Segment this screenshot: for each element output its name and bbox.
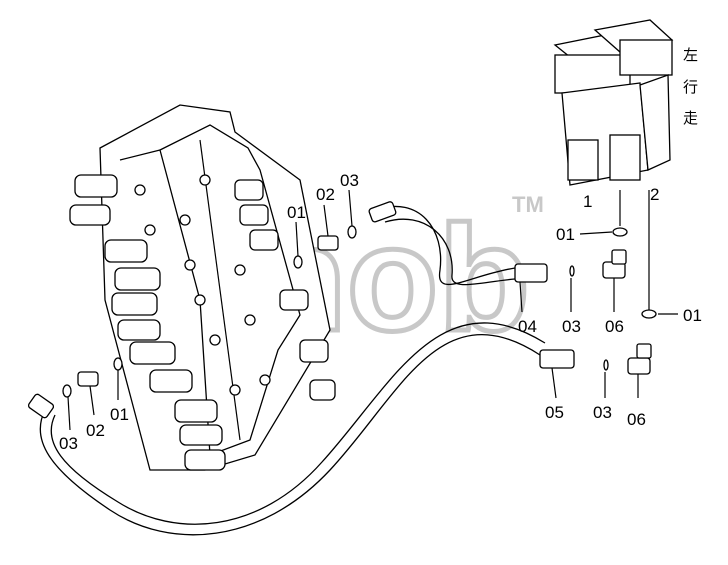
hose-04: [368, 201, 548, 313]
pedal-port1-oring: [612, 227, 628, 237]
pedal-port2-oring: [641, 309, 657, 319]
upper-valve-fittings: [293, 189, 357, 269]
pedal-port-label-1: 1: [583, 192, 592, 211]
travel-pedal-valve: [553, 19, 674, 310]
elbow-fitting-upper: [602, 249, 627, 312]
label-02-lower-valve: 02: [86, 421, 105, 440]
label-01-upper-valve: 01: [287, 203, 306, 222]
pedal-caption-char-3: 走: [683, 109, 698, 127]
label-01-pedal-port2: 01: [683, 306, 702, 325]
hose05-oring: [603, 359, 609, 371]
valve-spool-caps: [69, 174, 336, 471]
label-02-upper-valve: 02: [316, 185, 335, 204]
label-01-pedal-port1: 01: [556, 225, 575, 244]
control-valve-block: [69, 104, 336, 471]
pedal-caption-char-1: 左: [683, 46, 698, 64]
hose04-oring: [569, 265, 575, 277]
label-03-hose05: 03: [593, 403, 612, 422]
lower-valve-fittings: [62, 357, 123, 431]
label-06-lower: 06: [627, 410, 646, 429]
label-03-lower-valve: 03: [59, 434, 78, 453]
label-05-hose: 05: [545, 403, 564, 422]
pedal-port-label-2: 2: [650, 185, 659, 204]
label-06-upper: 06: [605, 317, 624, 336]
label-03-hose04: 03: [562, 317, 581, 336]
pedal-caption-char-2: 行: [683, 78, 698, 96]
watermark-trademark: TM: [512, 192, 544, 217]
label-01-lower-valve: 01: [110, 405, 129, 424]
hose-05: [27, 322, 575, 536]
valve-ports: [134, 174, 271, 396]
label-03-upper-valve: 03: [340, 171, 359, 190]
elbow-fitting-lower: [627, 343, 652, 398]
